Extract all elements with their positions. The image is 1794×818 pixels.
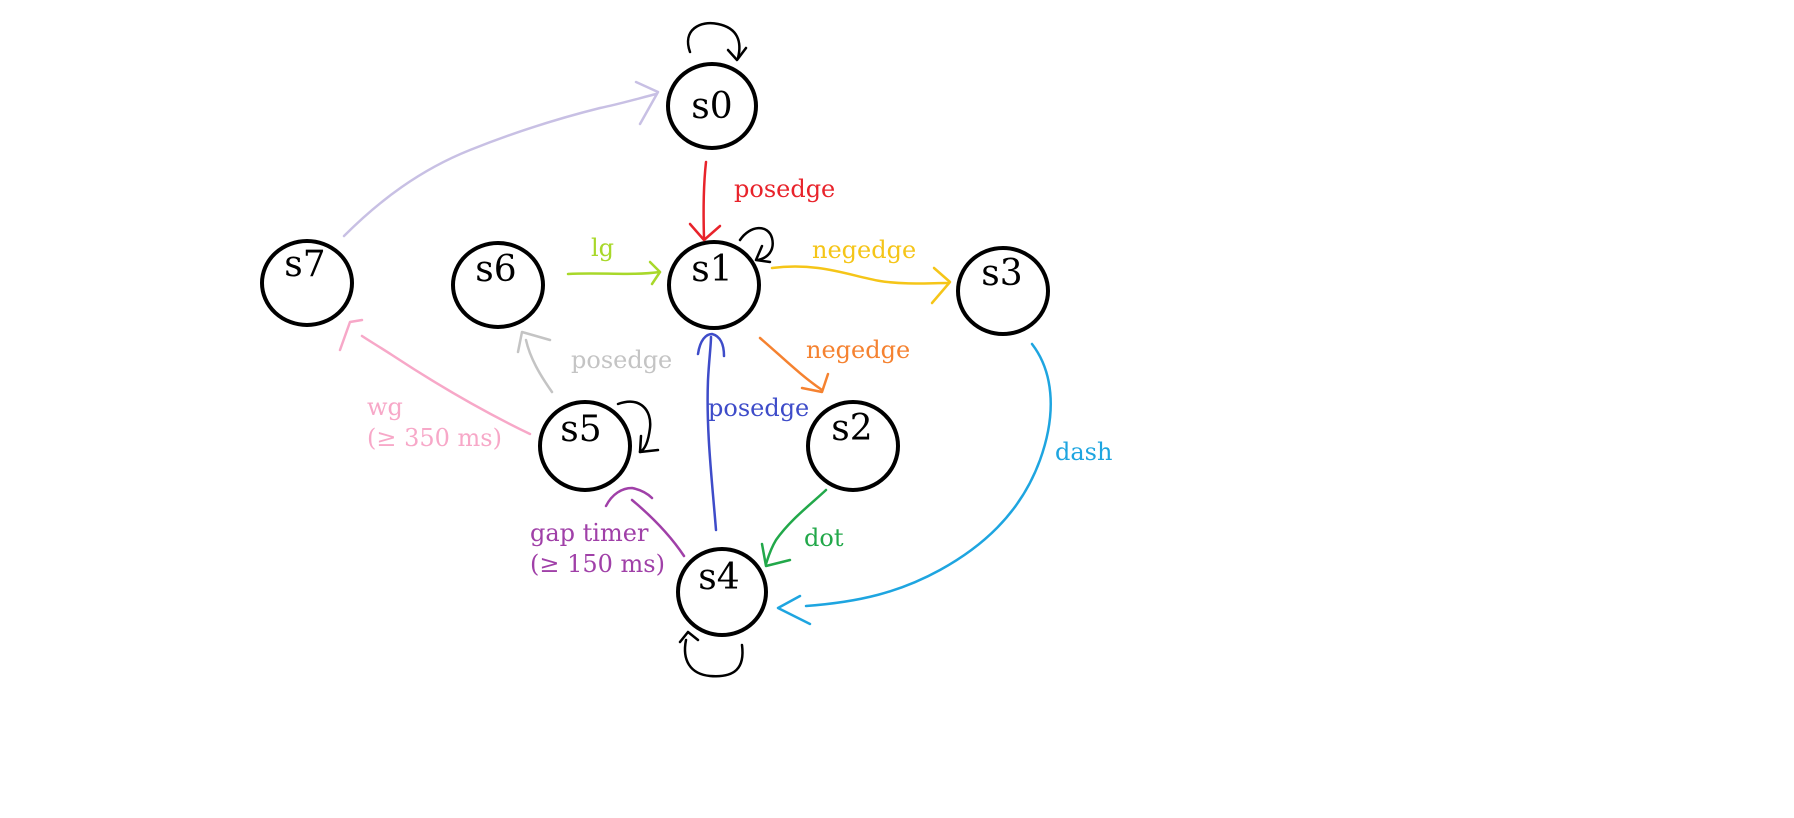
edge-line [360,334,532,436]
edge-line [702,160,708,240]
state-s6: s6 [451,241,545,329]
edge-line [630,498,686,558]
state-label: s3 [981,253,1022,294]
state-s1: s1 [667,240,761,330]
edge-arrowhead [696,332,726,358]
loop-curve [738,226,774,262]
edge-line [706,335,718,532]
edge-label: dot [804,524,844,552]
state-s4: s4 [676,547,768,637]
loop-arrowhead [678,630,700,644]
state-circle [806,400,900,492]
edge-arrowhead [800,372,830,394]
edge-arrowhead [634,80,660,126]
edge-label: gap timer [530,519,649,547]
edge-arrowhead [648,260,662,286]
state-circle [676,547,768,637]
edge-arrowhead [776,594,812,626]
loop-curve [683,638,744,678]
state-circle [260,239,354,327]
edge-s7-s0 [342,80,660,238]
edge-arrowhead [688,222,722,242]
state-s7: s7 [260,239,354,327]
edge-s6-s1: lg [566,234,662,286]
edge-s5-s6: posedge [516,330,672,394]
edge-line [524,338,554,394]
self-loop-s0 [686,21,748,62]
state-circle [666,62,758,150]
edge-s2-s4: dot [760,488,844,568]
state-circle [667,240,761,330]
edge-label: dash [1055,438,1112,466]
state-label: s6 [475,249,516,290]
self-loop-s1 [738,226,774,264]
state-s5: s5 [538,400,632,492]
edge-label: negedge [806,336,910,364]
edge-arrowhead [338,318,364,352]
state-circle [956,246,1050,336]
state-label: s0 [691,86,732,127]
edge-s4-s1: posedge [696,332,809,532]
edge-s4-s5: gap timer (≥ 150 ms) [530,486,686,578]
state-label: s2 [831,408,872,449]
edge-arrowhead [604,486,654,508]
edge-label: posedge [734,175,835,203]
edge-line [342,92,658,238]
edge-label: posedge [708,394,809,422]
edge-s3-s4: dash [776,342,1112,626]
state-label: s4 [698,557,739,598]
edge-label: wg [367,393,403,421]
state-label: s1 [691,249,732,290]
state-s3: s3 [956,246,1050,336]
state-label: s7 [284,244,325,285]
edge-line [770,265,950,285]
loop-arrowhead [754,244,772,264]
loop-arrowhead [726,46,748,62]
edge-label-condition: (≥ 350 ms) [367,424,502,452]
edge-line [758,336,824,392]
edge-line [804,342,1052,608]
loop-curve [616,400,652,454]
self-loop-s4 [678,630,744,678]
edge-line [764,488,828,566]
edge-arrowhead [760,542,792,568]
edge-s0-s1: posedge [688,160,835,242]
edge-label: lg [591,234,614,262]
edge-s1-s3: negedge [770,236,952,305]
state-circle [451,241,545,329]
self-loop-s5 [616,400,660,454]
state-s0: s0 [666,62,758,150]
edge-label: negedge [812,236,916,264]
edge-arrowhead [516,330,552,354]
edge-label-condition: (≥ 150 ms) [530,550,665,578]
edge-label: posedge [571,346,672,374]
loop-arrowhead [638,434,660,454]
edge-line [566,270,662,276]
state-label: s5 [560,409,601,450]
state-circle [538,400,632,492]
edge-arrowhead [930,266,952,305]
loop-curve [686,21,741,60]
edge-s1-s2: negedge [758,336,910,394]
edge-s5-s7: wg (≥ 350 ms) [338,318,532,452]
state-s2: s2 [806,400,900,492]
